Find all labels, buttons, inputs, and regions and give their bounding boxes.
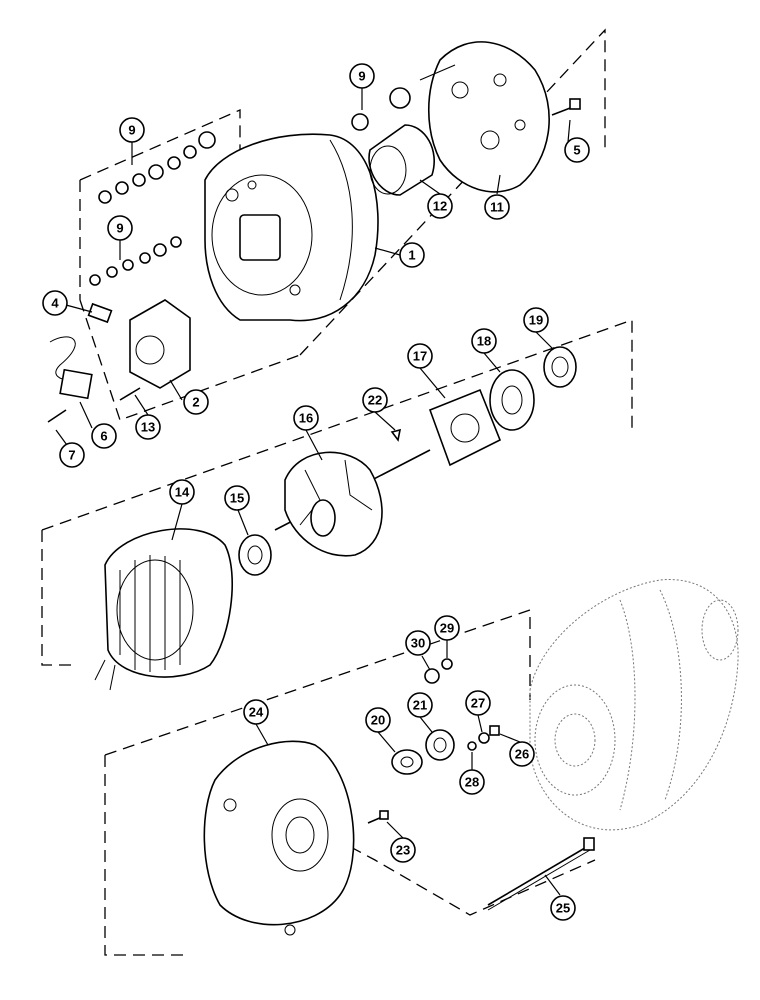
callout-17-label: 17 <box>413 349 427 364</box>
callout-12: 12 <box>427 193 453 219</box>
callout-9-lower-label: 9 <box>116 221 123 236</box>
rectifier-plate <box>419 41 550 193</box>
callout-27: 27 <box>465 690 491 716</box>
callout-29: 29 <box>434 615 460 641</box>
callout-20-label: 20 <box>371 713 385 728</box>
callout-22: 22 <box>362 387 388 413</box>
callout-24: 24 <box>243 699 269 725</box>
housing-slip-ring-end <box>203 740 355 936</box>
callout-30-label: 30 <box>411 636 425 651</box>
callout-5: 5 <box>564 137 590 163</box>
callout-19-label: 19 <box>529 313 543 328</box>
callout-27-label: 27 <box>471 696 485 711</box>
callout-19: 19 <box>523 307 549 333</box>
callout-9-upper: 9 <box>119 117 145 143</box>
callout-21: 21 <box>407 692 433 718</box>
callout-18-label: 18 <box>477 334 491 349</box>
callout-30: 30 <box>405 630 431 656</box>
callout-20: 20 <box>365 707 391 733</box>
callout-6: 6 <box>91 423 117 449</box>
bearing-15 <box>238 534 272 576</box>
leader-lines <box>55 88 571 896</box>
callout-4-label: 4 <box>51 296 59 311</box>
nuts-top <box>351 87 411 131</box>
callout-15-label: 15 <box>230 491 244 506</box>
callout-1-label: 1 <box>408 248 415 263</box>
callout-18: 18 <box>471 328 497 354</box>
callout-9-lower: 9 <box>107 215 133 241</box>
callout-9-upper-label: 9 <box>128 123 135 138</box>
housing-drive-end <box>204 133 379 322</box>
callout-1: 1 <box>399 242 425 268</box>
callout-2: 2 <box>183 389 209 415</box>
callout-25-label: 25 <box>556 901 570 916</box>
callout-13: 13 <box>135 414 161 440</box>
callout-22-label: 22 <box>368 393 382 408</box>
callout-28-label: 28 <box>465 775 479 790</box>
callout-14-label: 14 <box>175 485 190 500</box>
callout-5-label: 5 <box>573 143 580 158</box>
callout-9-top-label: 9 <box>358 69 365 84</box>
callout-12-label: 12 <box>433 199 447 214</box>
voltage-regulator <box>47 299 191 423</box>
callout-13-label: 13 <box>141 420 155 435</box>
callout-4: 4 <box>42 290 68 316</box>
callout-7-label: 7 <box>68 448 75 463</box>
callout-29-label: 29 <box>440 621 454 636</box>
callout-23-label: 23 <box>396 843 410 858</box>
through-bolt <box>487 837 595 911</box>
callout-14: 14 <box>169 479 195 505</box>
callout-21-label: 21 <box>413 698 427 713</box>
callout-11: 11 <box>484 194 510 220</box>
rotor <box>274 428 431 557</box>
callout-24-label: 24 <box>249 705 264 720</box>
washer-stack-lower <box>89 236 182 286</box>
bearing-group <box>428 346 577 467</box>
callout-15: 15 <box>224 485 250 511</box>
callout-2-label: 2 <box>192 395 199 410</box>
screw-5 <box>551 98 581 116</box>
callout-17: 17 <box>407 343 433 369</box>
callout-7: 7 <box>59 442 85 468</box>
callout-9-top: 9 <box>349 63 375 89</box>
callout-26-label: 26 <box>515 747 529 762</box>
small-hardware <box>391 658 500 775</box>
callout-6-label: 6 <box>100 429 107 444</box>
screw-23 <box>367 810 389 824</box>
callout-28: 28 <box>459 769 485 795</box>
callout-26: 26 <box>509 741 535 767</box>
sleeve <box>368 124 435 196</box>
washer-stack-upper <box>98 131 216 204</box>
assembled-alternator-ghost <box>529 579 739 831</box>
callout-16-label: 16 <box>299 411 313 426</box>
stator <box>94 528 234 691</box>
callout-16: 16 <box>293 405 319 431</box>
callout-11-label: 11 <box>490 200 504 215</box>
callout-25: 25 <box>550 895 576 921</box>
callout-23: 23 <box>390 837 416 863</box>
